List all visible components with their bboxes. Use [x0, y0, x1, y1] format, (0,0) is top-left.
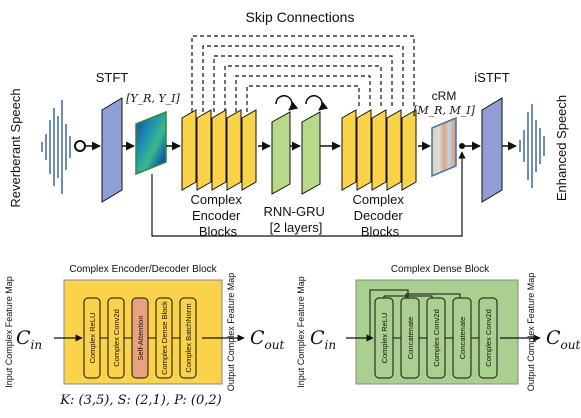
dense-output-axis-label: Output Complex Feature Map	[526, 273, 536, 392]
encoder-layer-box	[179, 297, 197, 379]
istft-label: iSTFT	[474, 70, 509, 85]
dense-layer-label: Concatenate	[406, 317, 415, 360]
istft-block	[481, 97, 503, 203]
recurrent-loop-icon-1	[275, 95, 299, 111]
encoder-layer-label: Self-Attention	[136, 315, 145, 360]
encoder-params-label: K: (3,5), S: (2,1), P: (0,2)	[59, 393, 221, 408]
decoder-label: Complex Decoder Blocks	[353, 192, 408, 239]
stft-block	[101, 97, 123, 203]
microphone-icon	[74, 140, 86, 152]
recurrent-loop-icon-2	[305, 95, 329, 111]
encoder-layer-list: Complex ReLU Complex Conv2d Self-Attention…	[83, 297, 197, 379]
enhanced-speech-label: Enhanced Speech	[554, 95, 569, 201]
encoder-input-axis-label: Input Complex Feature Map	[4, 276, 14, 388]
dense-input-axis-label: Input Complex Feature Map	[296, 276, 306, 388]
dense-layer-list: Complex ReLU Concatenate Complex Conv2d Con…	[374, 297, 498, 379]
multiply-node	[459, 143, 465, 149]
complex-ratio-mask	[431, 116, 457, 178]
input-waveform	[41, 100, 71, 194]
stft-label: STFT	[96, 70, 129, 85]
encoder-layer-label: Complex BatchNorm	[184, 303, 193, 372]
dense-layer-label: Complex Conv2d	[484, 309, 493, 367]
encoder-layer-label: Complex ReLU	[88, 313, 97, 364]
output-waveform	[519, 104, 545, 188]
encoder-layer-label: Complex Dense Block	[160, 301, 169, 375]
skip-connection-lines	[191, 35, 415, 112]
encoder-output-axis-label: Output Complex Feature Map	[226, 273, 236, 392]
encoder-label: Complex Encoder Blocks	[191, 192, 246, 239]
encoder-cin-label: Cin	[16, 327, 42, 352]
input-spectrogram	[135, 110, 167, 176]
dense-cout-label: Cout	[546, 327, 581, 352]
dense-layer-label: Complex Conv2d	[432, 309, 441, 367]
rnn-gru-blocks	[271, 111, 321, 195]
encoder-cout-label: Cout	[250, 327, 285, 352]
bypass-connection	[151, 151, 466, 237]
encoder-layer-label: Complex Conv2d	[112, 309, 121, 367]
crm-label: cRM	[432, 89, 457, 103]
decoder-block-stack	[341, 109, 417, 191]
dense-cin-label: Cin	[310, 327, 336, 352]
encoder-block-stack	[181, 109, 257, 191]
rnn-label: RNN-GRU [2 layers]	[263, 204, 328, 235]
encoder-block-title: Complex Encoder/Decoder Block	[69, 264, 217, 275]
dense-layer-label: Complex ReLU	[380, 313, 389, 364]
dense-layer-box	[478, 297, 498, 379]
dense-layer-label: Concatenate	[458, 317, 467, 360]
mask-label: [M_R, M_I]	[413, 104, 475, 117]
reverberant-speech-label: Reverberant Speech	[8, 88, 23, 207]
dense-block-title: Complex Dense Block	[391, 264, 490, 275]
skip-connections-label: Skip Connections	[246, 9, 355, 25]
input-spectrogram-label: [Y_R, Y_I]	[126, 92, 180, 105]
